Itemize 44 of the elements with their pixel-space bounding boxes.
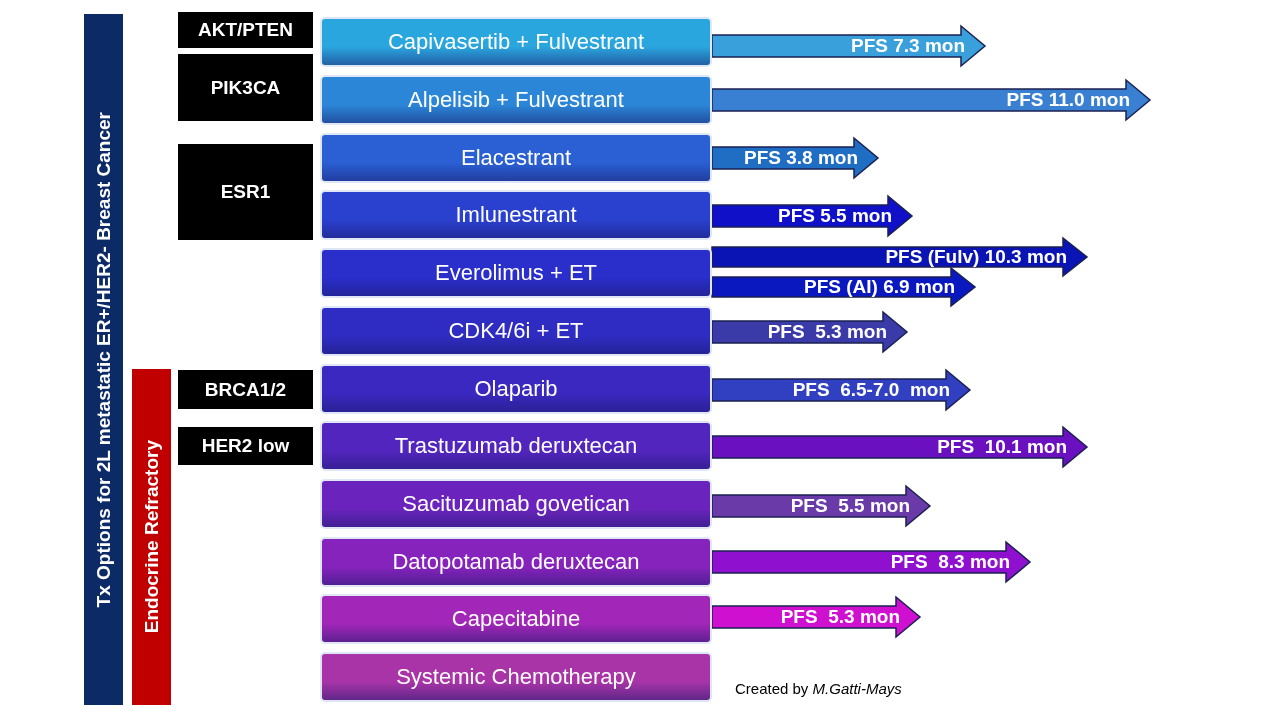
treatment-box: Sacituzumab govetican	[320, 479, 712, 529]
arrow	[711, 425, 1089, 469]
arrow	[711, 484, 932, 528]
treatment-box: Capecitabine	[320, 594, 712, 644]
treatment-box: Datopotamab deruxtecan	[320, 537, 712, 587]
category-band: Endocrine Refractory	[132, 369, 171, 705]
arrow	[711, 368, 972, 412]
arrow	[711, 236, 1089, 278]
treatment-box: Trastuzumab deruxtecan	[320, 421, 712, 471]
edge-label: PFS 7.3 mon	[850, 35, 965, 57]
biomarker-label: HER2 low	[178, 427, 313, 465]
biomarker-label: BRCA1/2	[178, 370, 313, 409]
arrow	[711, 24, 987, 68]
edge-label: PFS 5.3 mon	[780, 606, 900, 628]
treatment-box: Imlunestrant	[320, 190, 712, 240]
category-band: Tx Options for 2L metastatic ER+/HER2- Breast Cancer	[84, 14, 123, 705]
arrow	[711, 266, 977, 308]
biomarker-label: AKT/PTEN	[178, 12, 313, 48]
treatment-box: Everolimus + ET	[320, 248, 712, 298]
treatment-box: Systemic Chemotherapy	[320, 652, 712, 702]
arrow	[711, 540, 1032, 584]
treatment-box: Alpelisib + Fulvestrant	[320, 75, 712, 125]
arrow	[711, 595, 922, 639]
treatment-box: Capivasertib + Fulvestrant	[320, 17, 712, 67]
biomarker-label: PIK3CA	[178, 54, 313, 121]
treatment-box: Elacestrant	[320, 133, 712, 183]
biomarker-label: ESR1	[178, 144, 313, 240]
edge-label: PFS 8.3 mon	[890, 551, 1010, 573]
arrow	[711, 310, 909, 354]
arrow	[711, 194, 914, 238]
edge-label: PFS 5.5 mon	[790, 495, 910, 517]
credit-note: Created by M.Gatti-Mays	[735, 680, 902, 697]
edge-label: PFS 10.1 mon	[937, 436, 1067, 458]
edge-label: PFS 6.5-7.0 mon	[792, 379, 950, 401]
treatment-box: CDK4/6i + ET	[320, 306, 712, 356]
arrow	[711, 136, 880, 180]
arrow	[711, 78, 1152, 122]
edge-label: PFS 11.0 mon	[1006, 89, 1130, 111]
edge-label: PFS 5.3 mon	[767, 321, 887, 343]
edge-label: PFS (Fulv) 10.3 mon	[885, 246, 1067, 268]
edge-label: PFS 5.5 mon	[777, 205, 892, 227]
edge-label: PFS 3.8 mon	[743, 147, 858, 169]
edge-label: PFS (AI) 6.9 mon	[804, 276, 955, 298]
treatment-box: Olaparib	[320, 364, 712, 414]
